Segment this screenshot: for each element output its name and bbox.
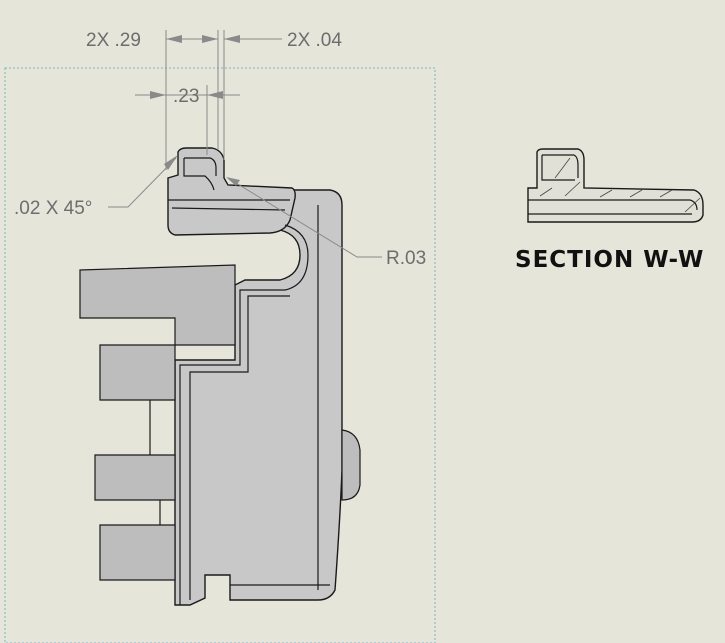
section-hatching [539,157,701,213]
arrow-head-icon [226,177,240,186]
arrow-head-icon [207,91,223,99]
dim-label-width-left: 2X .29 [86,30,141,51]
part-left-lower-block [94,454,176,501]
radius-leader [227,177,382,258]
chamfer-leader [108,157,177,208]
dim-label-gap: .23 [173,86,199,107]
arrow-head-icon [164,155,178,170]
arrow-head-icon [224,35,240,43]
section-title: SECTION W-W [515,247,704,273]
section-view[interactable]: SECTION W-W [515,148,704,273]
section-inner-line [528,154,698,215]
arrow-head-icon [166,35,182,43]
part-left-mid-block [99,344,176,401]
part-side-knob [341,429,361,501]
part-inner-wall [168,199,309,605]
part-left-bottom-block [99,524,176,581]
part-left-upper-block [79,264,236,346]
arrow-head-icon [202,35,218,43]
dim-label-width-right: 2X .04 [287,30,342,51]
dim-label-radius: R.03 [386,248,426,269]
part-inner-wall-2 [189,295,290,600]
part-top-lip [167,147,296,236]
view-boundary [4,67,436,643]
arrow-head-icon [150,91,166,99]
dimension-annotations[interactable]: 2X .29 2X .04 .23 .02 X 45° R.03 [14,30,426,269]
part-lip-inner [183,157,217,191]
part-main-body [174,189,343,606]
section-profile [527,148,704,223]
part-view[interactable] [79,147,361,606]
dim-label-chamfer: .02 X 45° [14,198,92,219]
